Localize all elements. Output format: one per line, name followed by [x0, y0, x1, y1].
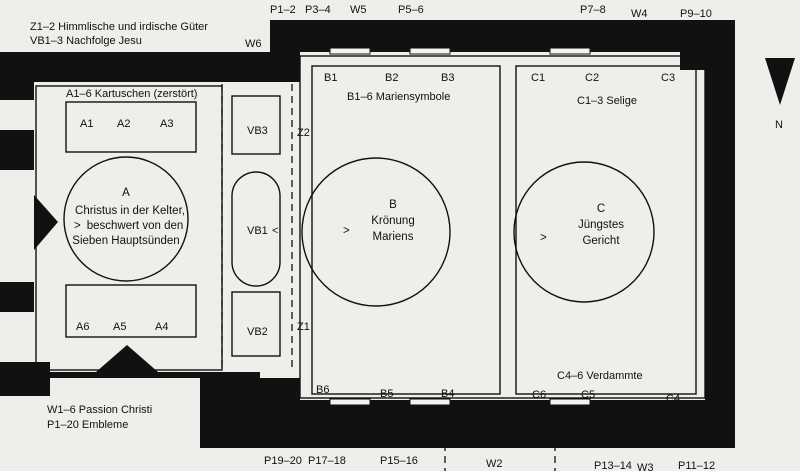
- z2-label: Z2: [297, 127, 310, 139]
- legend-w-passion: W1–6 Passion Christi: [47, 404, 152, 416]
- bay-b-arrow: >: [343, 225, 350, 237]
- p11-12-label: P11–12: [678, 460, 715, 471]
- p13-14-label: P13–14: [594, 460, 632, 471]
- w6-label: W6: [245, 38, 262, 50]
- north-label: N: [775, 119, 783, 131]
- p17-18-label: P17–18: [308, 455, 346, 467]
- cartouche-a6: A6: [76, 321, 89, 333]
- cartouche-c4: C4: [666, 393, 680, 405]
- bay-c: [513, 65, 697, 395]
- cartouche-b5: B5: [380, 388, 393, 400]
- cartouche-b2: B2: [385, 72, 398, 84]
- bay-c-line-1: Jüngstes: [578, 219, 624, 231]
- cartouche-b6: B6: [316, 384, 329, 396]
- vault-strip: [231, 95, 281, 357]
- p1-2-label: P1–2: [270, 4, 296, 16]
- cartouche-b4: B4: [441, 388, 454, 400]
- cartouche-a1: A1: [80, 118, 93, 130]
- vb2-label: VB2: [247, 326, 268, 338]
- walls: [0, 20, 735, 448]
- p9-10-label: P9–10: [680, 8, 712, 20]
- w3-label: W3: [637, 462, 654, 471]
- bay-a-line-3: Sieben Hauptsünden: [72, 235, 179, 247]
- north-arrow-icon: [765, 58, 795, 105]
- bay-b-line-1: Krönung: [371, 215, 414, 227]
- vb1-label: VB1: [247, 225, 268, 237]
- p7-8-label: P7–8: [580, 4, 606, 16]
- bay-c-line-2: Gericht: [582, 235, 620, 247]
- bay-a-line-1: Christus in der Kelter,: [75, 205, 185, 217]
- vb3-label: VB3: [247, 125, 268, 137]
- cartouche-a3: A3: [160, 118, 173, 130]
- legend-c-damned: C4–6 Verdammte: [557, 370, 643, 382]
- cartouche-b3: B3: [441, 72, 454, 84]
- w2-label: W2: [486, 458, 503, 470]
- wall-notches: [329, 47, 591, 406]
- cartouche-c2: C2: [585, 72, 599, 84]
- cartouche-c1: C1: [531, 72, 545, 84]
- bay-b: [301, 65, 501, 395]
- bay-c-arrow: >: [540, 232, 547, 244]
- bay-a-letter: A: [122, 187, 130, 199]
- legend-vb: VB1–3 Nachfolge Jesu: [30, 35, 142, 47]
- interior-outlines: [35, 55, 706, 471]
- cartouche-a4: A4: [155, 321, 168, 333]
- bay-a: [63, 101, 197, 338]
- p5-6-label: P5–6: [398, 4, 424, 16]
- cartouche-a2: A2: [117, 118, 130, 130]
- cartouches-b: B1 B2 B3 B4 B5 B6: [316, 72, 454, 400]
- legend-z: Z1–2 Himmlische und irdische Güter: [30, 21, 208, 33]
- w4-label: W4: [631, 8, 648, 20]
- cartouche-c6: C6: [532, 389, 546, 401]
- legend-c-blessed: C1–3 Selige: [577, 95, 637, 107]
- bay-b-line-2: Mariens: [373, 231, 414, 243]
- w1-label: W1: [237, 406, 254, 418]
- p3-4-label: P3–4: [305, 4, 331, 16]
- bay-a-arrow: >: [74, 220, 81, 232]
- legend-a-cartouches: A1–6 Kartuschen (zerstört): [66, 88, 197, 100]
- p15-16-label: P15–16: [380, 455, 418, 467]
- w5-label: W5: [350, 4, 367, 16]
- cartouche-a5: A5: [113, 321, 126, 333]
- bay-b-letter: B: [389, 199, 397, 211]
- cartouches-a: A1 A2 A3 A4 A5 A6: [76, 118, 173, 333]
- cartouche-c3: C3: [661, 72, 675, 84]
- vb1-arrow: <: [272, 225, 278, 237]
- bay-c-letter: C: [597, 203, 605, 215]
- p19-20-label: P19–20: [264, 455, 302, 467]
- z1-label: Z1: [297, 321, 310, 333]
- legend-b-symbols: B1–6 Mariensymbole: [347, 91, 450, 103]
- cartouche-c5: C5: [581, 389, 595, 401]
- legend-p-emblems: P1–20 Embleme: [47, 419, 128, 431]
- cartouches-c: C1 C2 C3 C4 C5 C6: [531, 72, 680, 405]
- cartouche-b1: B1: [324, 72, 337, 84]
- bay-a-line-2: beschwert von den: [87, 220, 184, 232]
